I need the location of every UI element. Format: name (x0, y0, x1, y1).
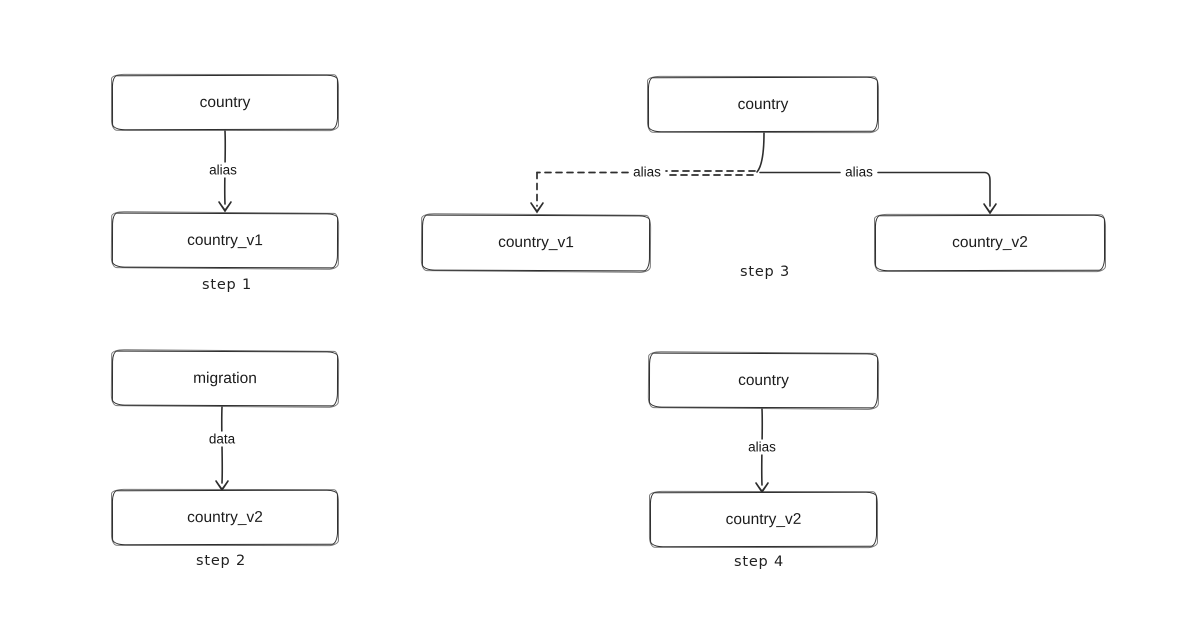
node-step3-country-v2: country_v2 (874, 214, 1106, 272)
caption-step-4: step 4 (734, 554, 784, 570)
node-step1-country: country (111, 74, 339, 131)
edge-label-step3-alias-dashed: alias (633, 164, 661, 180)
node-step2-country-v2: country_v2 (111, 489, 339, 546)
caption-step-1: step 1 (202, 277, 252, 293)
node-step3-country-v1: country_v1 (421, 214, 651, 272)
edge-label-step3-alias-solid: alias (842, 164, 876, 180)
node-step2-migration: migration (111, 350, 339, 407)
node-step4-country: country (648, 352, 879, 409)
edge-label-step1-alias: alias (206, 162, 240, 178)
caption-step-3: step 3 (740, 264, 790, 280)
edge-step3-stem (756, 132, 765, 173)
node-step3-country: country (647, 76, 879, 133)
edge-label-step2-data: data (205, 431, 239, 447)
caption-step-2: step 2 (196, 553, 246, 569)
edge-step3-alias-solid (759, 171, 997, 215)
edge-label-step4-alias: alias (745, 439, 779, 455)
node-step1-country-v1: country_v1 (111, 212, 339, 269)
edge-step2-data (215, 406, 229, 492)
node-step4-country-v2: country_v2 (649, 491, 878, 548)
